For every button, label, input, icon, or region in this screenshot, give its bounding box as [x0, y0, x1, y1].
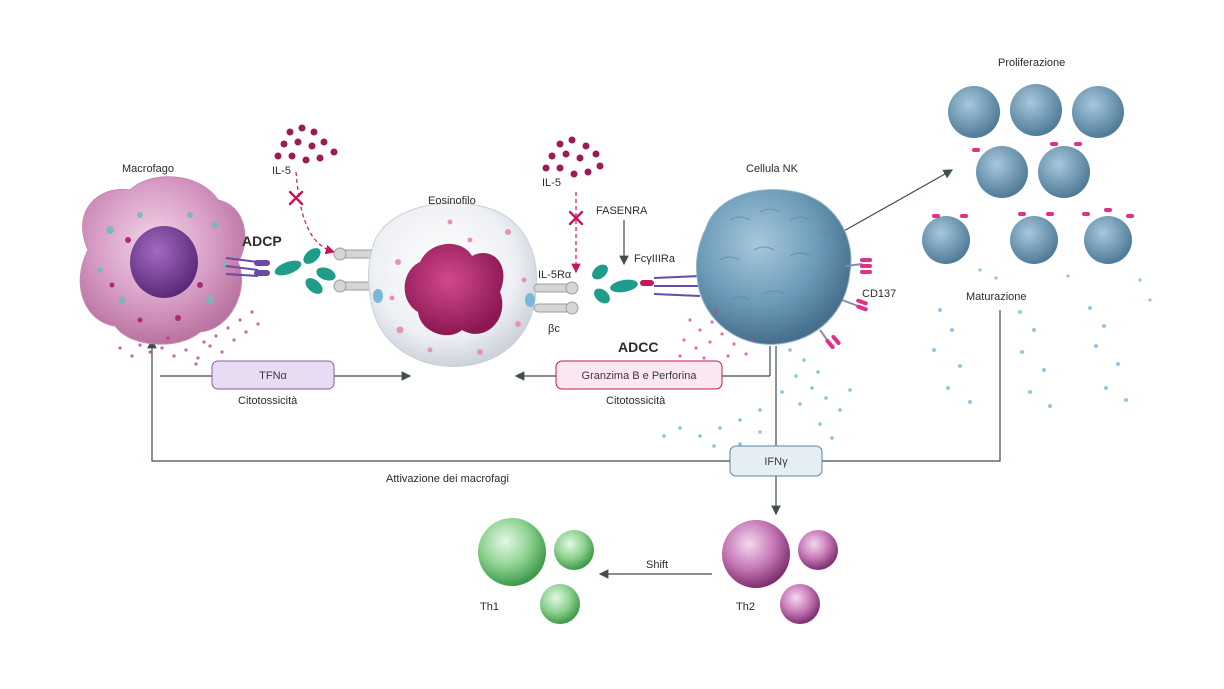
macrophage-label: Macrofago: [122, 163, 174, 175]
nk-clone-4: [976, 146, 1028, 198]
th2-label: Th2: [736, 601, 755, 613]
il5-right-label: IL-5: [542, 177, 561, 189]
adcp-receptor-complex: [225, 247, 381, 294]
tnf-box-label: TFNα: [259, 370, 287, 382]
eosinophil-label: Eosinofilo: [428, 195, 476, 207]
nk-clone-8: [1084, 216, 1132, 264]
proliferation-label: Proliferazione: [998, 57, 1065, 69]
th1-cell-small-bottom: [540, 584, 580, 624]
shift-label: Shift: [646, 559, 668, 571]
th2-cell-small-bottom: [780, 584, 820, 624]
maturation-label: Maturazione: [966, 291, 1027, 303]
adcc-label: ADCC: [618, 339, 658, 355]
nk-clone-1: [948, 86, 1000, 138]
antibody-right-icon: [592, 264, 638, 304]
granzyme-box: [555, 360, 723, 390]
il5-left-label: IL-5: [272, 165, 291, 177]
macrophage-secretion-dots: [118, 310, 260, 366]
il5-blocked-arrows: [295, 171, 581, 274]
block-crosses: [288, 190, 584, 226]
cytotox-left-label: Citotossicità: [238, 395, 298, 407]
il5-dots-right: [542, 136, 604, 178]
block-cross-right-icon: [568, 210, 584, 226]
adcp-label: ADCP: [242, 233, 282, 249]
nk-clone-3: [1072, 86, 1124, 138]
maturation-dots: [932, 268, 1152, 408]
arrow-ifn-to-macrophage: [147, 338, 730, 462]
th2-cell-large: [722, 520, 790, 588]
line-ifn-to-maturation: [822, 310, 1001, 462]
il5-dots-left: [274, 124, 338, 164]
cd137-label: CD137: [862, 288, 896, 300]
ifn-box: [729, 445, 823, 477]
adcc-receptor-complex: [592, 264, 701, 304]
cd137-receptors: [819, 258, 872, 350]
th1-cell-large: [478, 518, 546, 586]
nk-cell: [695, 189, 852, 345]
nk-clone-7: [1010, 216, 1058, 264]
th2-cells: [722, 520, 838, 624]
fasenra-label: FASENRA: [596, 205, 648, 217]
il5-left-dashed-arrow: [295, 171, 336, 255]
antibody-left-icon: [274, 248, 336, 294]
nk-cell-label: Cellula NK: [746, 163, 799, 175]
arrow-nk-to-proliferation: [841, 169, 954, 233]
nk-clone-6: [922, 216, 970, 264]
bc-label: βc: [548, 323, 560, 335]
nk-clone-2: [1010, 84, 1062, 136]
th1-label: Th1: [480, 601, 499, 613]
tnf-box: [211, 360, 335, 390]
connector-lines: [147, 169, 1001, 579]
proliferating-nk-cells: [922, 84, 1134, 264]
nk-ifn-dots: [662, 348, 852, 448]
block-cross-left-icon: [288, 190, 304, 206]
eosinophil-right-receptors: [533, 281, 579, 315]
th2-cell-small-top: [798, 530, 838, 570]
th1-cell-small-top: [554, 530, 594, 570]
cytotox-right-label: Citotossicità: [606, 395, 666, 407]
macro-activation-label: Attivazione dei macrofagi: [386, 473, 509, 485]
il5ra-label: IL-5Rα: [538, 269, 572, 281]
eosinophil-cell: [368, 202, 538, 367]
nk-clone-5: [1038, 146, 1090, 198]
macrophage-cell: [79, 176, 246, 345]
granzyme-box-label: Granzima B e Perforina: [582, 370, 698, 382]
nk-granzyme-dots: [678, 310, 754, 360]
ifn-box-label: IFNγ: [764, 456, 788, 468]
fcgr-label: FcγIIIRa: [634, 253, 676, 265]
th1-cells: [478, 518, 594, 624]
